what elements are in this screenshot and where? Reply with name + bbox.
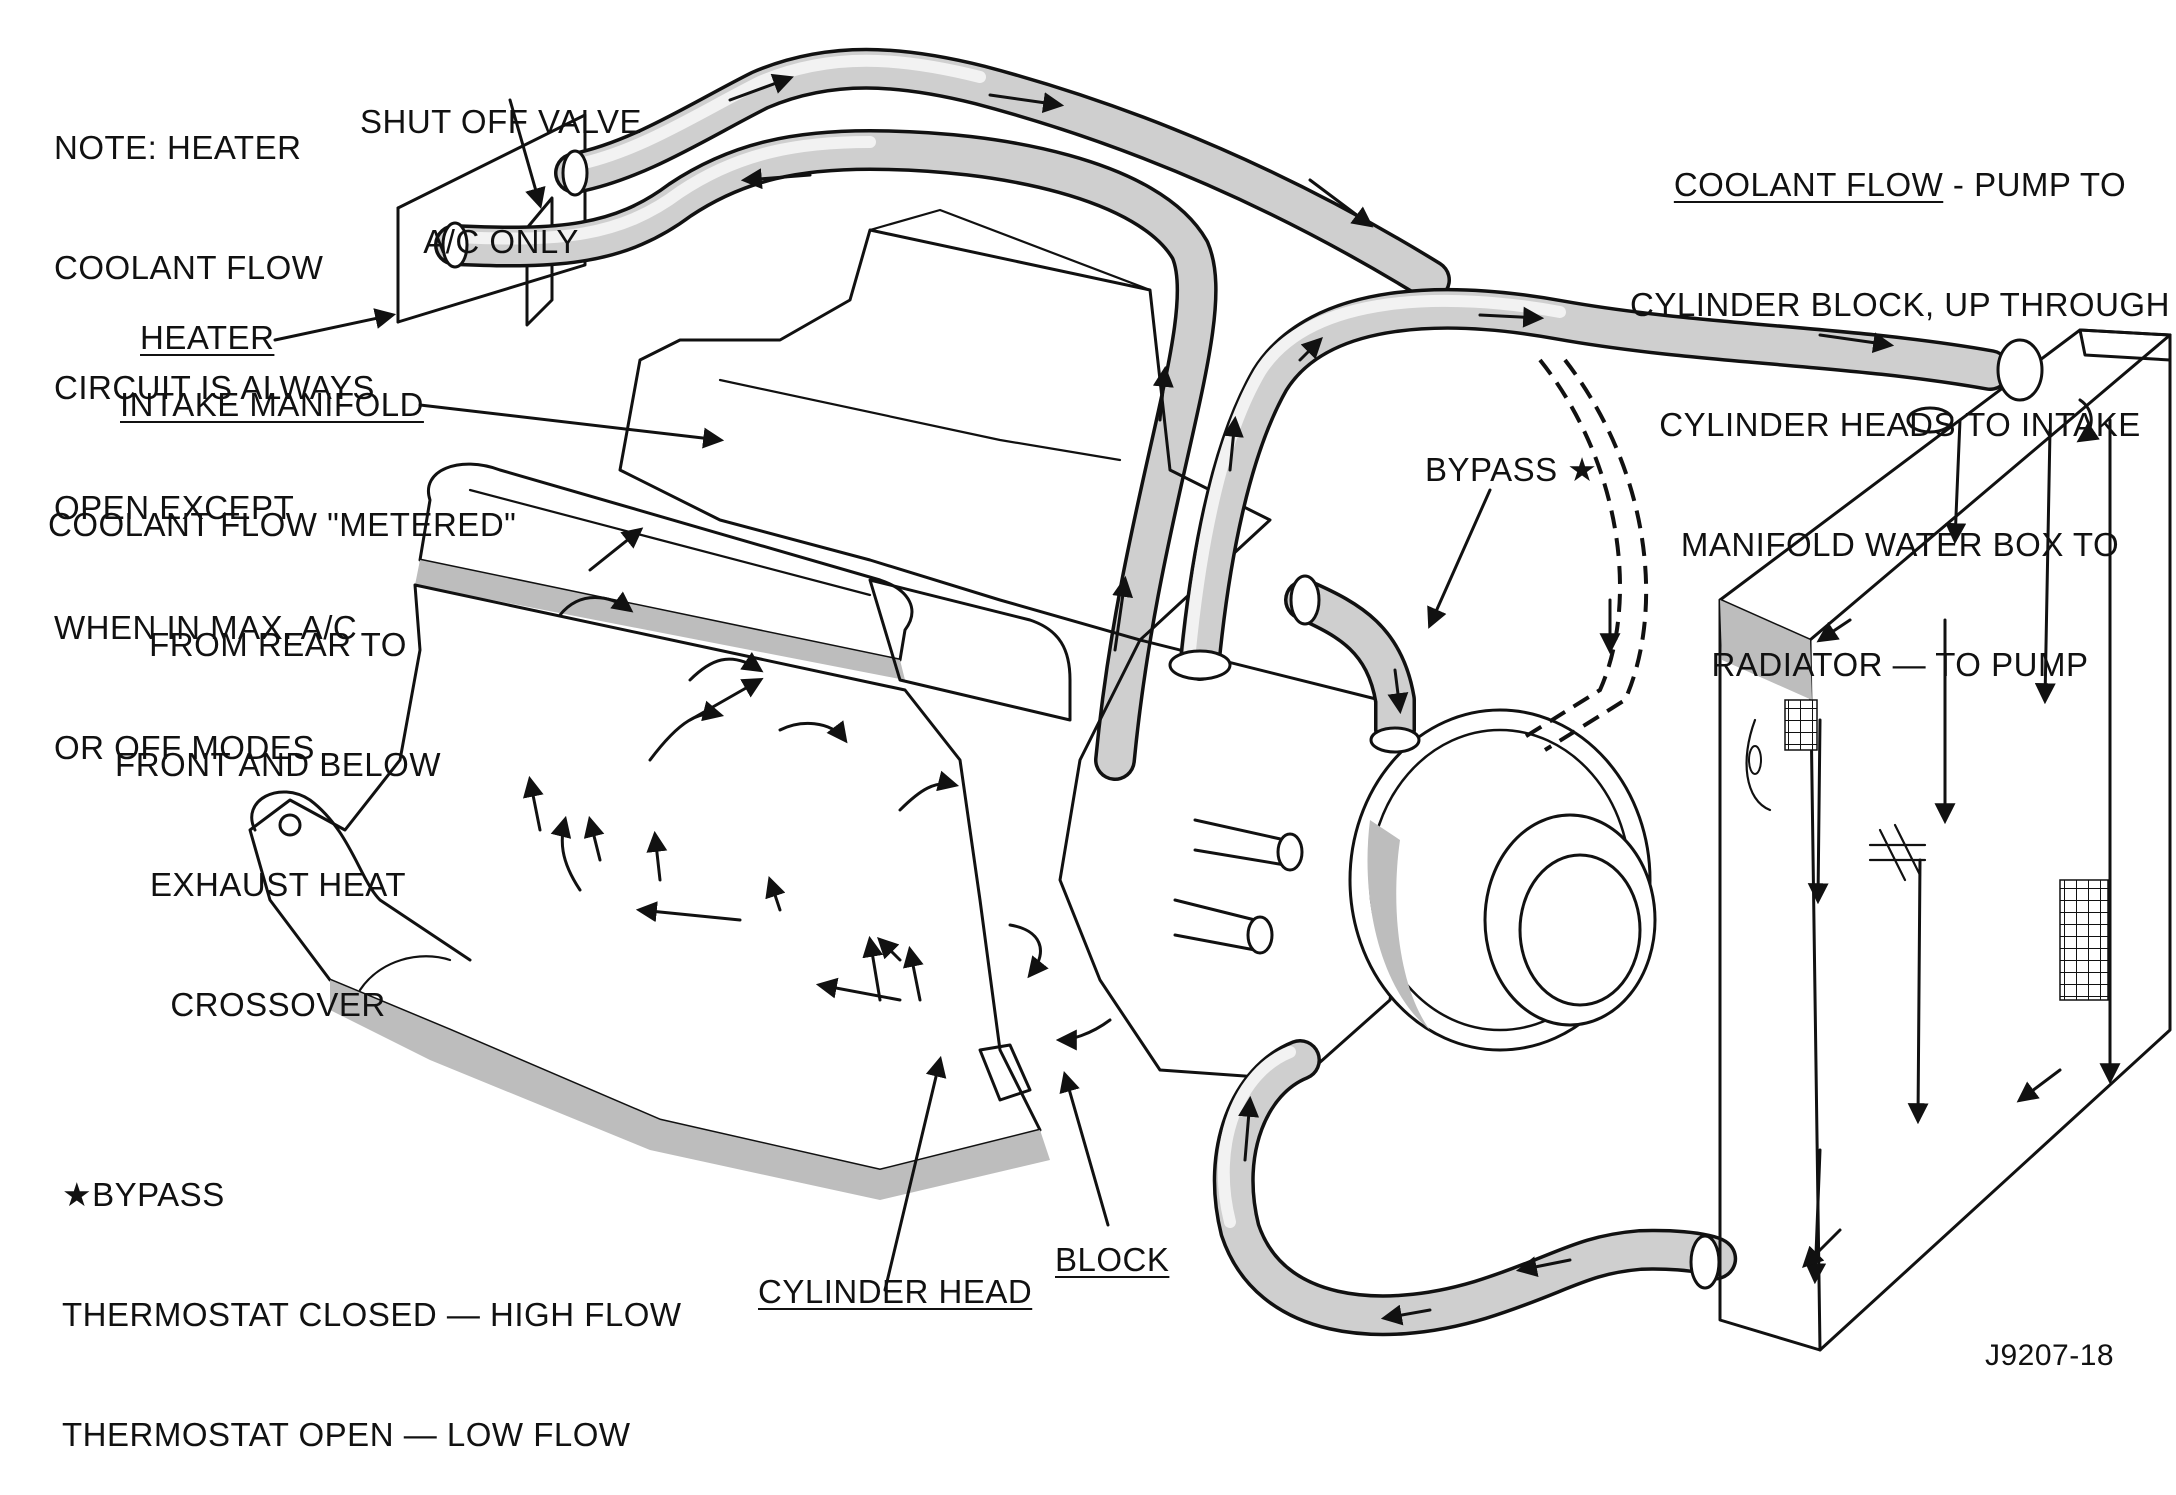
lower-radiator-hose bbox=[1212, 1039, 1738, 1337]
bypass-note-label: ★BYPASS THERMOSTAT CLOSED — HIGH FLOW TH… bbox=[62, 1176, 682, 1453]
shutoff-valve-label: SHUT OFF VALVE A/C ONLY bbox=[360, 103, 643, 260]
intake-manifold-label: INTAKE MANIFOLD bbox=[120, 386, 424, 423]
cooling-system-diagram: NOTE: HEATER COOLANT FLOW CIRCUIT IS ALW… bbox=[48, 47, 2172, 1453]
radiator bbox=[1718, 328, 2172, 1352]
engine-block bbox=[248, 208, 2011, 1200]
intake-manifold-description: COOLANT FLOW "METERED" FROM REAR TO FRON… bbox=[48, 506, 517, 1023]
coolant-flow-title: COOLANT FLOW bbox=[1673, 166, 1944, 203]
figure-id: J9207-18 bbox=[1985, 1339, 2115, 1372]
cylinder-head-label: CYLINDER HEAD bbox=[758, 1273, 1033, 1310]
flow-arrows bbox=[522, 73, 2121, 1326]
diagram-artwork bbox=[248, 47, 2172, 1352]
block-label: BLOCK bbox=[1055, 1241, 1170, 1278]
heater-note-label: NOTE: HEATER COOLANT FLOW CIRCUIT IS ALW… bbox=[54, 129, 375, 766]
heater-hoses bbox=[434, 47, 1451, 781]
coolant-flow-label: COOLANT FLOW - PUMP TO CYLINDER BLOCK, U… bbox=[1630, 166, 2170, 683]
bypass-label: BYPASS ★ bbox=[1425, 451, 1598, 488]
heater-label: HEATER bbox=[140, 319, 275, 356]
leader-lines bbox=[273, 98, 1492, 1292]
